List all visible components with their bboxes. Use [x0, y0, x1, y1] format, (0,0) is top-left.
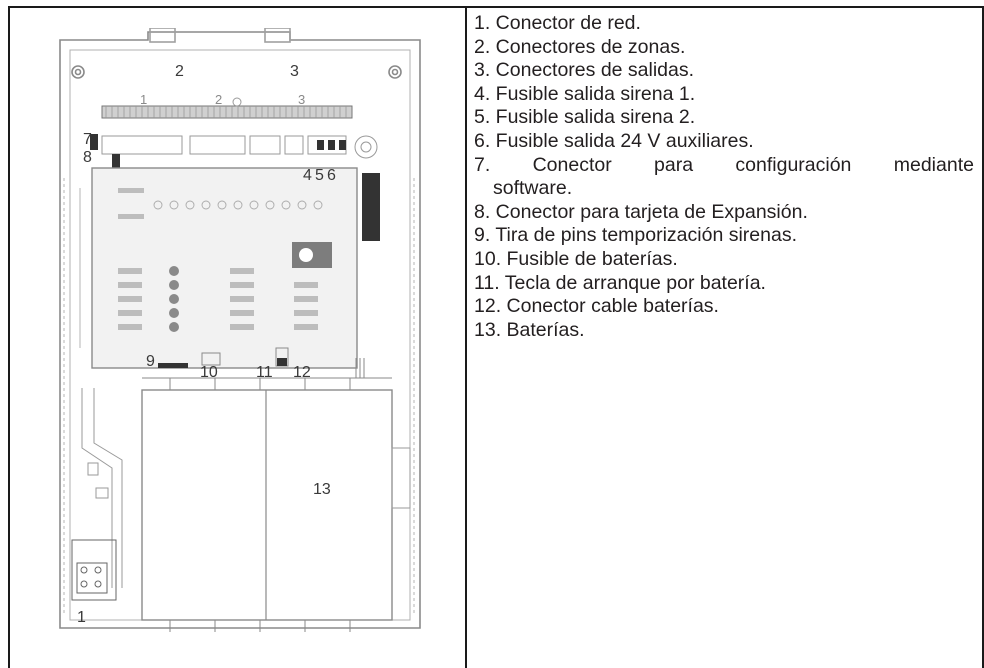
svg-text:3: 3 — [298, 92, 305, 107]
callout-1: 1 — [77, 609, 86, 626]
led-panel — [118, 188, 318, 330]
legend-item-9: 9. Tira de pins temporización sirenas. — [474, 224, 797, 247]
legend-item-7: 7. Conector para configuración mediante … — [474, 154, 974, 201]
callout-5: 5 — [315, 167, 324, 184]
callout-9: 9 — [146, 353, 155, 370]
legend-item-7-line1: 7. Conector para configuración mediante — [474, 154, 974, 178]
relay-block — [362, 173, 380, 241]
legend-item-7-word: para — [654, 153, 694, 176]
column-divider — [465, 6, 467, 668]
fuse-3 — [339, 140, 346, 150]
legend-item-7-line2: software. — [493, 177, 573, 200]
callout-4: 4 — [303, 167, 312, 184]
legend-item-10: 10. Fusible de baterías. — [474, 247, 678, 270]
legend-item-4: 4. Fusible salida sirena 1. — [474, 82, 696, 105]
callout-10: 10 — [200, 364, 218, 381]
legend-item-7-word: Conector — [532, 153, 612, 176]
legend-item-1: 1. Conector de red. — [474, 12, 641, 34]
panel-diagram: 1 2 3 4 5 6 7 8 9 10 11 12 13 1 2 3 — [59, 28, 421, 632]
legend-item-5: 5. Fusible salida sirena 2. — [474, 106, 696, 129]
legend-item-7-word: mediante — [893, 153, 974, 176]
legend-list: 1. Conector de red. 2. Conectores de zon… — [474, 12, 974, 342]
legend-item-6: 6. Fusible salida 24 V auxiliares. — [474, 129, 754, 152]
mains-connector — [71, 539, 117, 601]
svg-text:1: 1 — [140, 92, 147, 107]
callout-11: 11 — [256, 364, 273, 381]
battery-bay — [141, 389, 393, 621]
callout-13: 13 — [313, 481, 331, 498]
legend-item-7-word: 7. — [474, 153, 491, 176]
callout-7: 7 — [83, 131, 92, 148]
siren-connector — [354, 135, 378, 159]
mounting-hole-right — [388, 65, 402, 79]
fuse-2 — [328, 140, 335, 150]
software-connector — [90, 134, 98, 150]
legend-item-2: 2. Conectores de zonas. — [474, 35, 686, 58]
mounting-hole-left — [71, 65, 85, 79]
legend-item-11: 11. Tecla de arranque por batería. — [474, 271, 766, 294]
terminal-block-row — [101, 105, 353, 119]
pin-strip — [158, 363, 188, 368]
svg-text:2: 2 — [215, 92, 222, 107]
legend-item-12: 12. Conector cable baterías. — [474, 295, 719, 318]
legend-item-7-word: configuración — [735, 153, 852, 176]
callout-8: 8 — [83, 149, 92, 166]
callout-3: 3 — [290, 63, 299, 80]
legend-item-13: 13. Baterías. — [474, 318, 585, 341]
expansion-connector — [112, 154, 120, 168]
table-frame — [8, 6, 984, 668]
callout-2: 2 — [175, 63, 184, 80]
callout-6: 6 — [327, 167, 336, 184]
battery-fuse — [201, 352, 221, 366]
callout-12: 12 — [293, 364, 311, 381]
legend-item-3: 3. Conectores de salidas. — [474, 59, 695, 82]
fuse-1 — [317, 140, 324, 150]
legend-item-8: 8. Conector para tarjeta de Expansión. — [474, 200, 808, 223]
